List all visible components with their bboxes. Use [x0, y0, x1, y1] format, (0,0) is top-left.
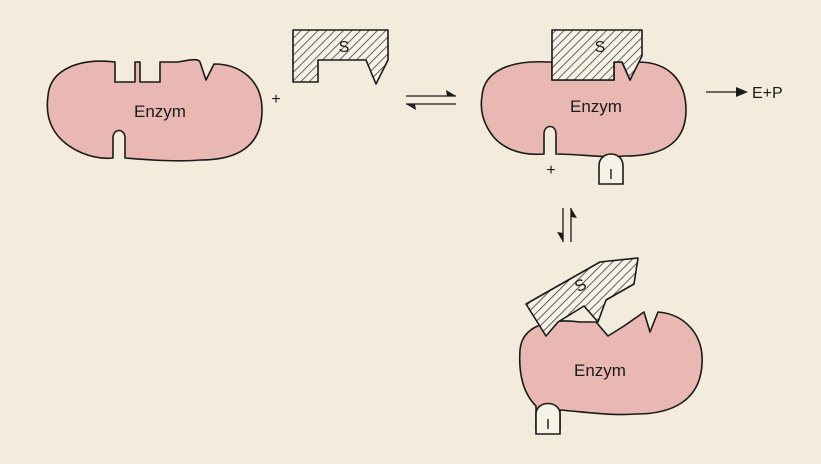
product-arrow	[706, 87, 748, 97]
enzyme-substrate-complex: S Enzym	[481, 30, 686, 157]
equilibrium-arrow-vertical	[557, 208, 577, 242]
substrate-label-free: S	[339, 39, 350, 56]
enzyme-substrate-inhibitor-complex: S Enzym I	[520, 258, 702, 434]
enzyme-label-complex: Enzym	[570, 97, 622, 116]
substrate-label-bound: S	[595, 39, 606, 56]
product-arrowhead	[736, 87, 748, 97]
free-substrate: S	[293, 30, 388, 84]
product-label: E+P	[752, 85, 783, 102]
reverse-arrowhead	[406, 104, 416, 110]
inhibitor-label-free: I	[609, 166, 613, 183]
forward-arrowhead	[446, 90, 456, 96]
inhibitor-label-bound: I	[546, 416, 550, 433]
enzyme-label-free: Enzym	[134, 102, 186, 121]
free-inhibitor: I	[599, 154, 623, 184]
free-enzyme: Enzym	[47, 60, 262, 161]
up-arrowhead	[571, 208, 577, 218]
plus-sign-2: +	[546, 162, 555, 179]
equilibrium-arrow-horizontal	[406, 90, 456, 110]
plus-sign-1: +	[271, 91, 280, 108]
down-arrowhead	[557, 232, 563, 242]
enzyme-label-esi: Enzym	[574, 361, 626, 380]
